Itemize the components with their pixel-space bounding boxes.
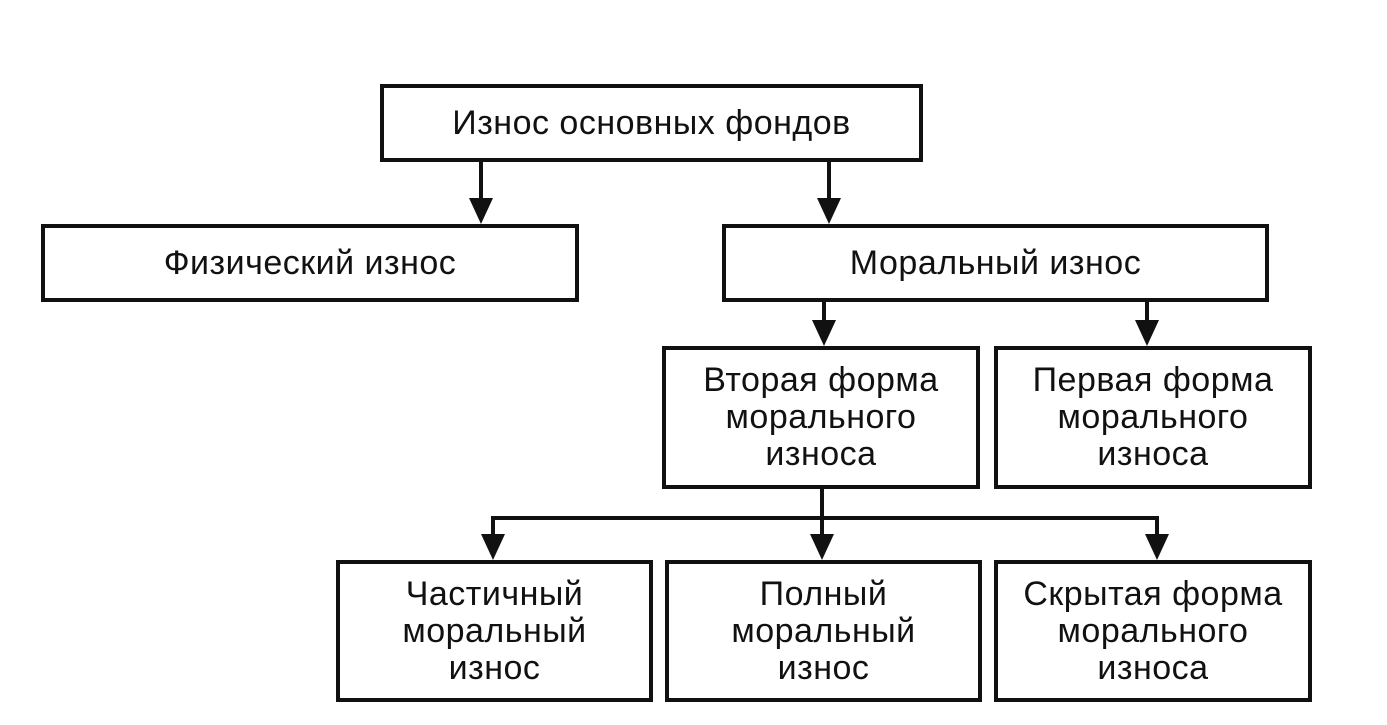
edge-root-to-moral — [817, 162, 841, 224]
arrowhead-icon — [812, 320, 836, 346]
node-partial-wear-label: Частичный моральный износ — [402, 574, 587, 687]
node-moral-wear-label: Моральный износ — [849, 243, 1142, 282]
node-partial-wear: Частичный моральный износ — [336, 560, 653, 702]
edge-root-to-physical — [469, 162, 493, 224]
edge-moral-to-second-form — [812, 302, 836, 346]
node-first-form-label: Первая форма морального износа — [1032, 361, 1274, 473]
arrowhead-icon — [481, 534, 505, 560]
node-first-form: Первая форма морального износа — [994, 346, 1312, 489]
node-root-label: Износ основных фондов — [452, 103, 851, 142]
node-root: Износ основных фондов — [380, 84, 923, 162]
arrowhead-icon — [469, 198, 493, 224]
arrowhead-icon — [1135, 320, 1159, 346]
node-physical-wear: Физический износ — [41, 224, 579, 302]
node-second-form: Вторая форма морального износа — [662, 346, 980, 489]
node-moral-wear: Моральный износ — [722, 224, 1269, 302]
node-physical-wear-label: Физический износ — [163, 243, 457, 282]
node-hidden-form-label: Скрытая форма морального износа — [1023, 574, 1283, 687]
node-full-wear: Полный моральный износ — [665, 560, 982, 702]
arrowhead-icon — [817, 198, 841, 224]
arrowhead-icon — [1145, 534, 1169, 560]
edge-second-form-to-bottom-row — [481, 489, 1169, 560]
node-second-form-label: Вторая форма морального износа — [703, 361, 939, 473]
node-full-wear-label: Полный моральный износ — [731, 574, 916, 687]
edge-moral-to-first-form — [1135, 302, 1159, 346]
arrowhead-icon — [810, 534, 834, 560]
node-hidden-form: Скрытая форма морального износа — [994, 560, 1312, 702]
